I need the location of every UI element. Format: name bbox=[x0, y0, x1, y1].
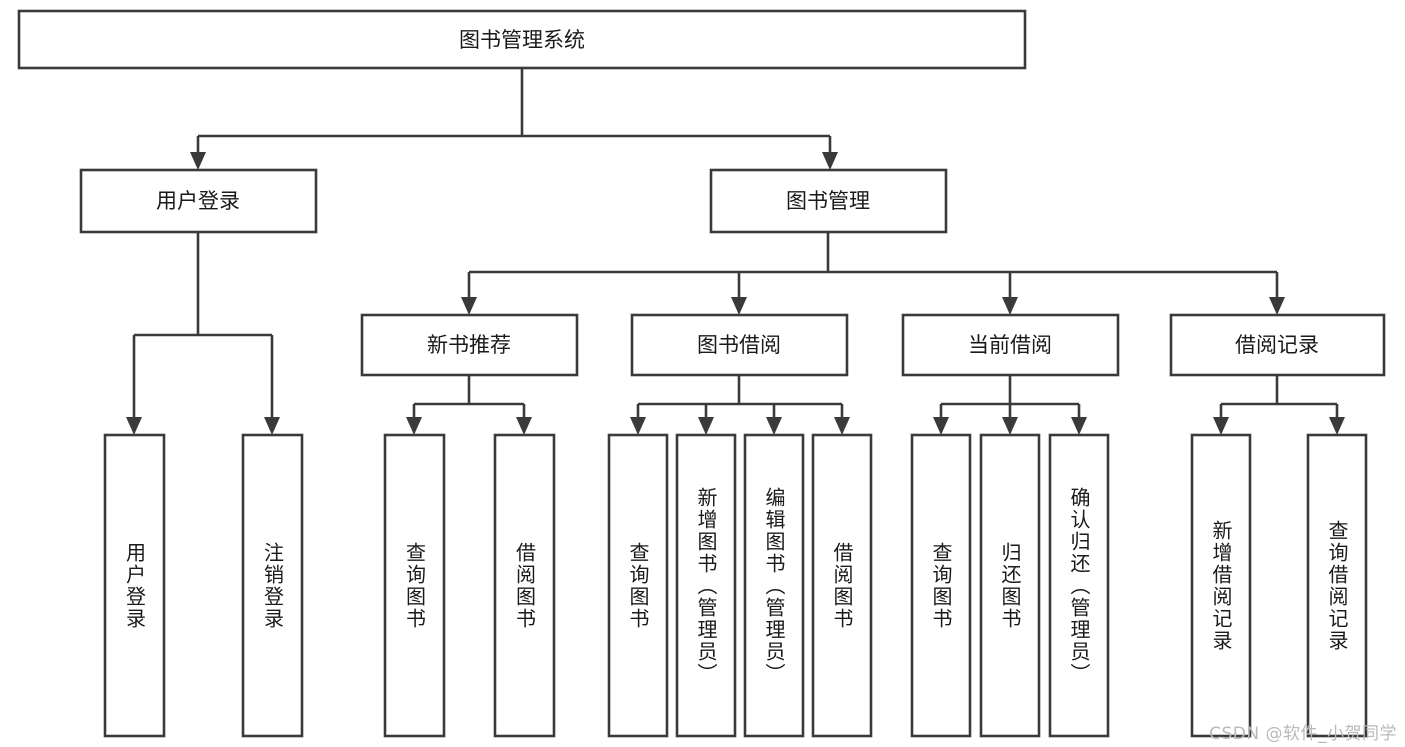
arrow-head-icon bbox=[1329, 417, 1345, 435]
leaf-box-book-borrow-0[interactable] bbox=[607, 433, 669, 738]
leaf-box-new-book-0[interactable] bbox=[383, 433, 446, 738]
arrow-head-icon bbox=[190, 152, 206, 170]
arrow-head-icon bbox=[1071, 417, 1087, 435]
arrow-head-icon bbox=[126, 417, 142, 435]
leaf-box-new-book-1[interactable] bbox=[493, 433, 556, 738]
leaf-box-user-login-1[interactable] bbox=[241, 433, 304, 738]
arrow-head-icon bbox=[1002, 297, 1018, 315]
node-book-management-label: 图书管理 bbox=[786, 189, 870, 213]
arrow-head-icon bbox=[933, 417, 949, 435]
node-current-borrow[interactable]: 当前借阅 bbox=[901, 313, 1120, 377]
connector-borrow-record-to-leaves bbox=[1213, 375, 1345, 435]
connector-book-management-to-level3 bbox=[461, 232, 1285, 315]
arrow-head-icon bbox=[834, 417, 850, 435]
connector-user-login-to-leaves bbox=[126, 232, 280, 435]
node-current-borrow-label: 当前借阅 bbox=[968, 333, 1052, 357]
leaf-box-book-borrow-2[interactable] bbox=[743, 433, 805, 738]
node-new-book-recommend[interactable]: 新书推荐 bbox=[360, 313, 579, 377]
node-borrow-record-label: 借阅记录 bbox=[1235, 333, 1319, 357]
arrow-head-icon bbox=[731, 297, 747, 315]
arrow-head-icon bbox=[406, 417, 422, 435]
watermark-text: CSDN @软件_小贺同学 bbox=[1209, 724, 1397, 744]
node-book-borrow[interactable]: 图书借阅 bbox=[630, 313, 849, 377]
leaf-box-user-login-0[interactable] bbox=[103, 433, 166, 738]
node-root-box bbox=[17, 9, 1027, 70]
connector-book-borrow-to-leaves bbox=[630, 375, 850, 435]
node-user-login-box bbox=[79, 168, 318, 234]
leaf-box-current-borrow-1[interactable] bbox=[979, 433, 1041, 738]
arrow-head-icon bbox=[516, 417, 532, 435]
leaf-box-borrow-record-0[interactable] bbox=[1190, 433, 1252, 738]
arrow-head-icon bbox=[630, 417, 646, 435]
leaf-box-book-borrow-1[interactable] bbox=[675, 433, 737, 738]
arrow-head-icon bbox=[461, 297, 477, 315]
leaf-box-borrow-record-1[interactable] bbox=[1306, 433, 1368, 738]
arrow-head-icon bbox=[1213, 417, 1229, 435]
node-current-borrow-box bbox=[901, 313, 1120, 377]
arrow-head-icon bbox=[1002, 417, 1018, 435]
node-borrow-record[interactable]: 借阅记录 bbox=[1169, 313, 1386, 377]
node-book-borrow-label: 图书借阅 bbox=[697, 333, 781, 357]
leaf-box-current-borrow-0[interactable] bbox=[910, 433, 972, 738]
connector-root-to-level2 bbox=[190, 68, 838, 170]
node-book-management[interactable]: 图书管理 bbox=[709, 168, 948, 234]
arrow-head-icon bbox=[822, 152, 838, 170]
node-new-book-recommend-box bbox=[360, 313, 579, 377]
arrow-head-icon bbox=[766, 417, 782, 435]
arrow-head-icon bbox=[698, 417, 714, 435]
node-user-login-label: 用户登录 bbox=[156, 189, 240, 213]
connector-current-borrow-to-leaves bbox=[933, 375, 1087, 435]
node-root-label: 图书管理系统 bbox=[459, 28, 585, 52]
arrow-head-icon bbox=[1269, 297, 1285, 315]
node-new-book-recommend-label: 新书推荐 bbox=[427, 333, 511, 357]
node-user-login[interactable]: 用户登录 bbox=[79, 168, 318, 234]
node-root[interactable]: 图书管理系统 bbox=[17, 9, 1027, 70]
connector-new-book-recommend-to-leaves bbox=[406, 375, 532, 435]
leaf-box-current-borrow-2[interactable] bbox=[1048, 433, 1110, 738]
arrow-head-icon bbox=[264, 417, 280, 435]
leaf-box-book-borrow-3[interactable] bbox=[811, 433, 873, 738]
